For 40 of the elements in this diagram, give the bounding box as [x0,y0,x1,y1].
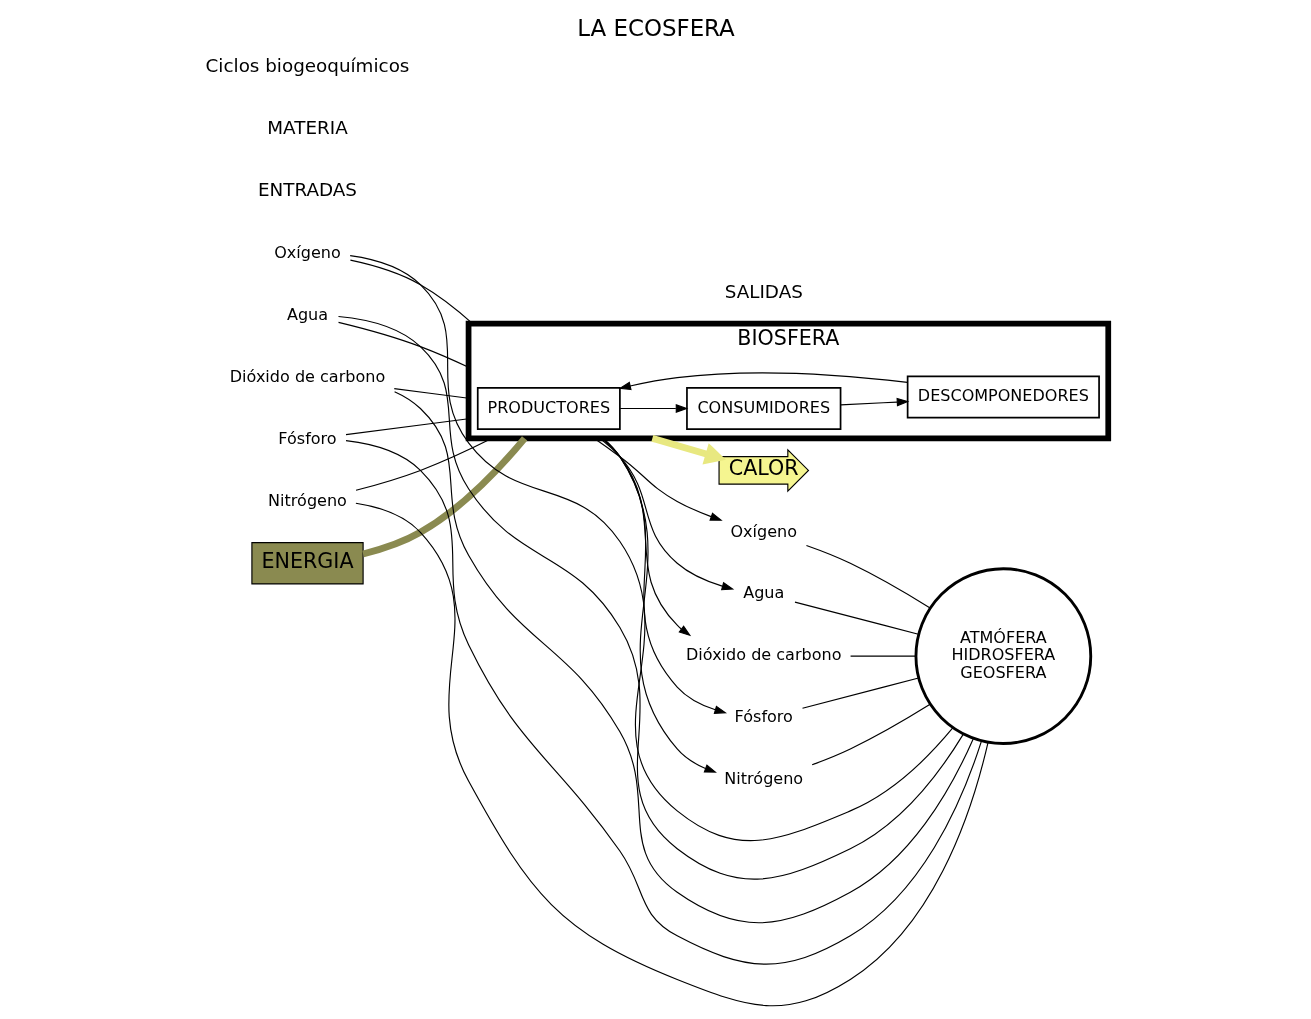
connector [354,502,989,1007]
connector [849,655,916,657]
node-circle: ATMÓFERA HIDROSFERA GEOSFERA [914,567,1092,745]
arrow [617,372,908,391]
label: ENTRADAS [257,179,357,201]
connector [349,255,953,842]
node-text: Dióxido de carbono [229,366,385,386]
node-box: PRODUCTORES [476,387,621,431]
connector [805,544,931,609]
label: SALIDAS [724,281,803,303]
connector [801,677,919,709]
arrow [839,397,909,407]
diagram-title: LA ECOSFERA [576,14,735,41]
connector [361,436,527,558]
node-box: DESCOMPONEDORES [906,375,1100,419]
node-text: Agua [286,304,328,324]
connector [393,388,469,399]
arrow [619,404,688,413]
connector [344,440,982,965]
node-text: Oxígeno [729,521,797,541]
label: MATERIA [266,117,348,139]
connector [337,321,469,368]
connector [811,703,931,766]
node-box: ENERGIA [250,542,364,585]
connector [393,391,974,924]
node-text: Nitrógeno [267,490,347,510]
node-text: Dióxido de carbono [685,645,841,665]
node-text: Fósforo [734,707,793,727]
connector [793,601,919,635]
node-text: Oxígeno [273,243,341,262]
node-text: Nitrógeno [723,769,803,789]
connector [344,418,469,436]
connector [337,315,964,880]
label: Ciclos biogeoquímicos [205,55,409,77]
arrow [602,437,717,773]
node-text: Fósforo [277,428,337,448]
arrow [650,435,726,465]
node-text: Agua [742,583,784,603]
arrow [601,437,727,714]
node-box: CONSUMIDORES [685,387,841,431]
